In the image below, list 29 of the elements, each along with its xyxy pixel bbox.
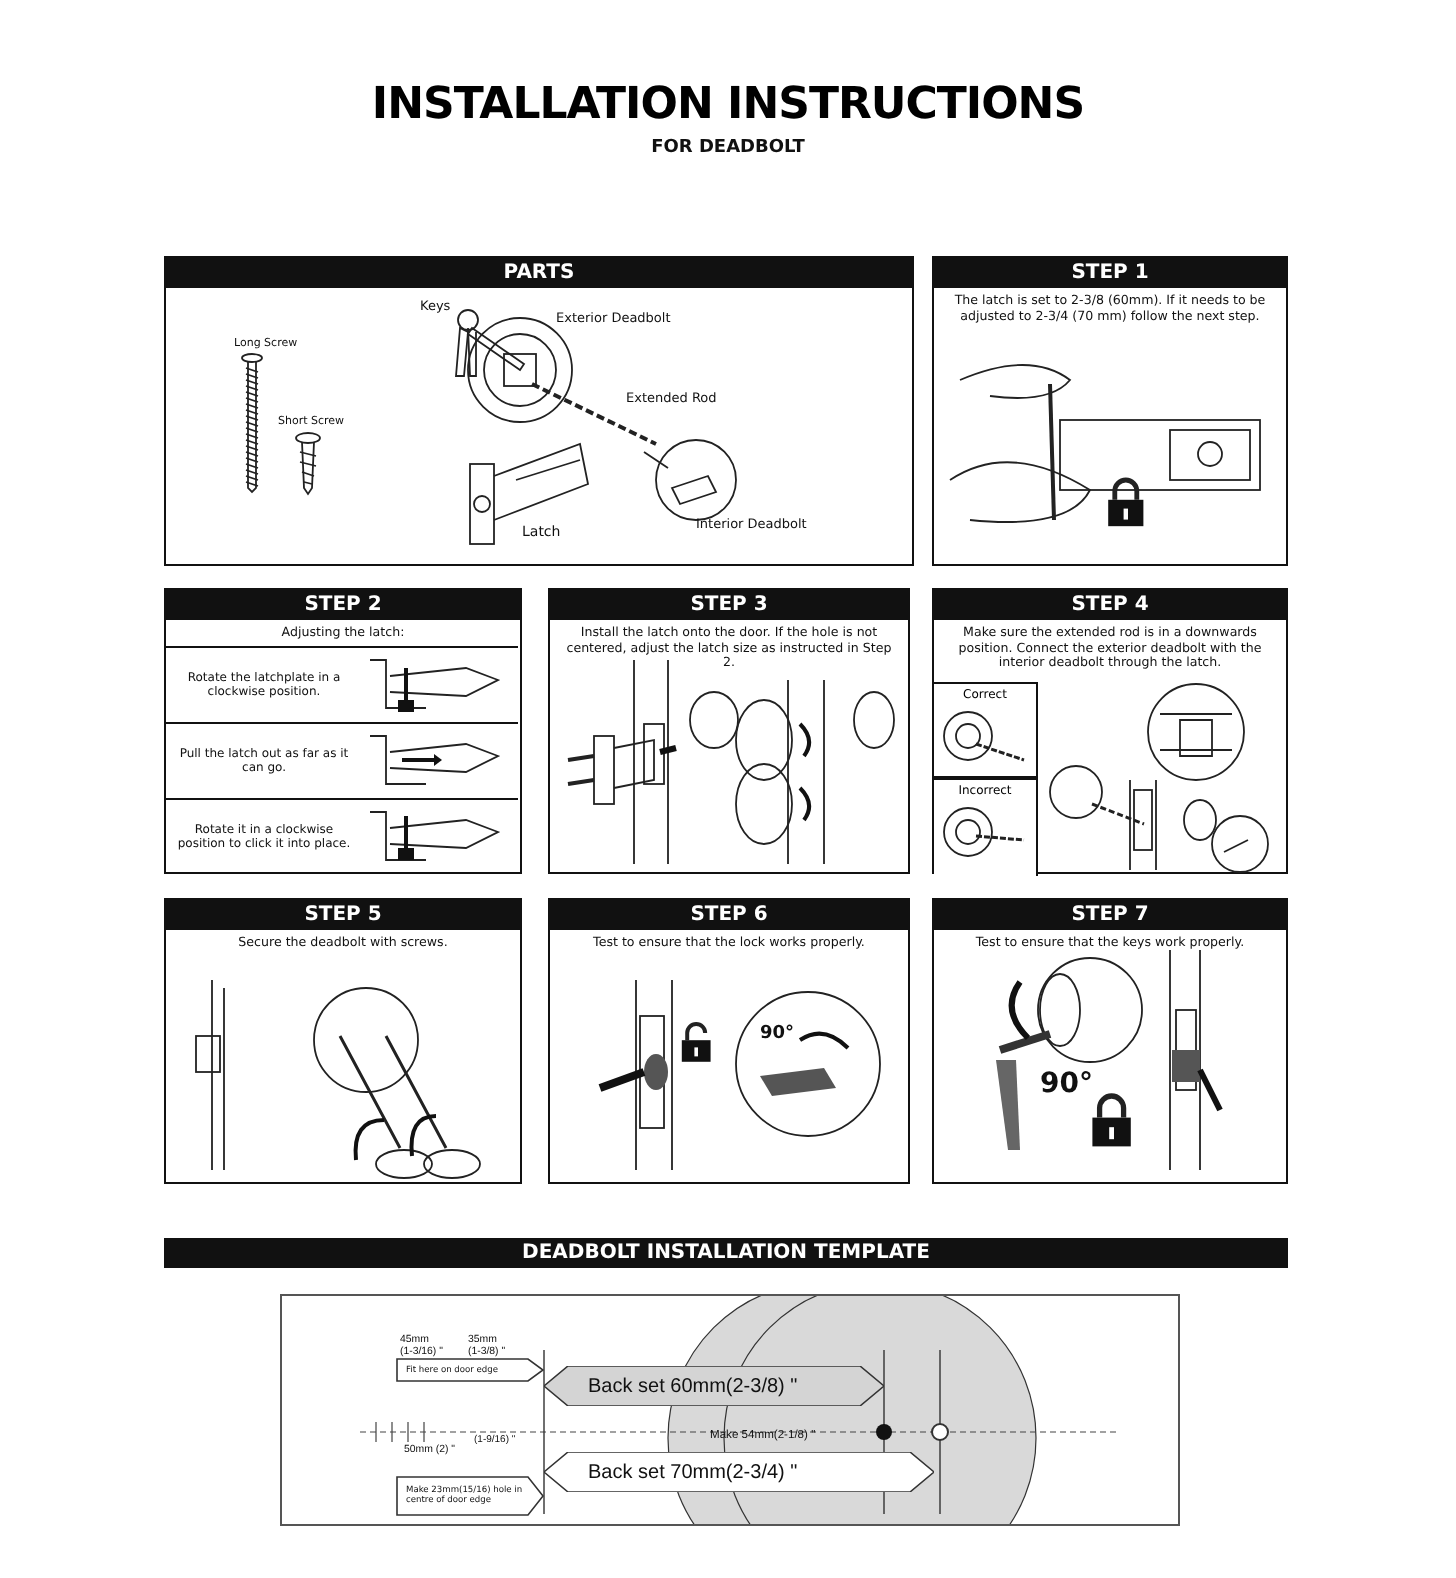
backset-text: Back set 70mm(2-3/4) " <box>588 1459 800 1487</box>
panel-header: STEP 3 <box>550 590 908 620</box>
panel-header: PARTS <box>166 258 912 288</box>
panel-header: DEADBOLT INSTALLATION TEMPLATE <box>164 1238 1288 1268</box>
instruction-panel <box>932 256 1288 566</box>
backset-text: Back set 60mm(2-3/8) " <box>588 1373 800 1401</box>
example-box <box>934 682 1038 778</box>
angle-text: 90° <box>1040 1068 1093 1100</box>
example-box <box>934 778 1038 876</box>
instruction-panel <box>164 256 914 566</box>
panel-header: STEP 1 <box>934 258 1286 288</box>
panel-header: STEP 5 <box>166 900 520 930</box>
note-tag <box>396 1476 544 1516</box>
backset-label-tag <box>544 1452 934 1492</box>
instruction-panel <box>164 898 522 1184</box>
page-subtitle: FOR DEADBOLT <box>649 138 807 158</box>
note-tag <box>396 1358 544 1382</box>
instruction-panel <box>932 898 1288 1184</box>
panel-header: STEP 7 <box>934 900 1286 930</box>
panel-header: STEP 6 <box>550 900 908 930</box>
backset-label-tag <box>544 1366 884 1406</box>
instruction-panel <box>164 588 522 874</box>
instruction-panel <box>548 588 910 874</box>
instruction-panel <box>932 588 1288 874</box>
page-title: INSTALLATION INSTRUCTIONS <box>369 80 1087 130</box>
panel-header: STEP 4 <box>934 590 1286 620</box>
angle-text: 90° <box>760 1024 795 1044</box>
instruction-panel <box>548 898 910 1184</box>
panel-header: STEP 2 <box>166 590 520 620</box>
